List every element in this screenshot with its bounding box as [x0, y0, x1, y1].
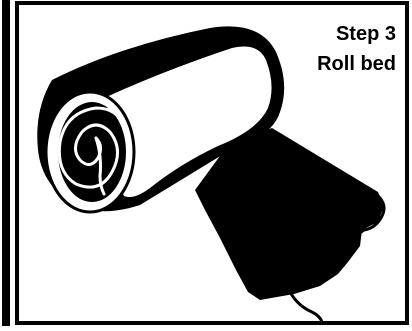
left-border-strip: [2, 0, 10, 326]
strap-end-bottom: [290, 292, 322, 322]
step-title: Roll bed: [317, 54, 396, 74]
step-number: Step 3: [336, 24, 396, 44]
